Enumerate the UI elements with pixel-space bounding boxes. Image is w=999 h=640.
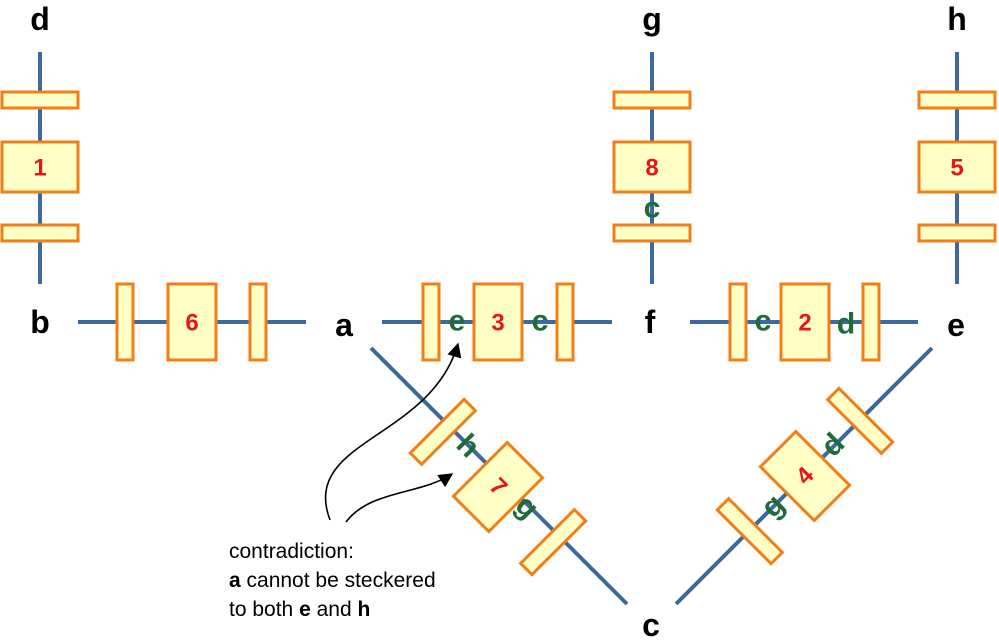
unit-2-number: 2 [798, 310, 811, 337]
node-b: b [30, 304, 50, 340]
unit-6: 6 [115, 282, 268, 362]
unit-8-plate-bottom [612, 223, 692, 243]
node-labels: d g h b a f e c [30, 1, 967, 640]
note-line-1: contradiction: [229, 540, 354, 563]
stecker-letter-u8-below: c [644, 192, 661, 225]
node-h: h [947, 1, 967, 37]
stecker-letter-u2-right: d [837, 308, 855, 341]
note-h-bold: h [357, 598, 370, 621]
annotation-arrows [324, 342, 462, 523]
note-line-3-start: to both [229, 598, 299, 621]
unit-5-box [917, 140, 997, 194]
unit-7 [408, 397, 588, 577]
unit-1-box [0, 140, 80, 194]
unit-3-number: 3 [491, 310, 504, 337]
note-line-3-mid: and [311, 598, 358, 621]
unit-4-box [758, 429, 852, 523]
unit-6-plate-left [115, 282, 135, 362]
unit-2: 2 [728, 282, 881, 362]
unit-2-plate-left [728, 282, 748, 362]
node-a: a [335, 307, 353, 343]
unit-4 [715, 386, 895, 566]
unit-4-plate-top [825, 386, 895, 456]
unit-8-plate-top [612, 90, 692, 110]
arrow-to-h [345, 473, 454, 523]
unit-5-number: 5 [950, 155, 963, 182]
unit-8: 8 [612, 90, 692, 243]
unit-5: 5 [917, 90, 997, 243]
note-line-3: to both e and h [229, 598, 370, 621]
note-line-2-rest: cannot be steckered [241, 569, 436, 592]
unit-6-number: 6 [185, 310, 198, 337]
unit-2-plate-right [861, 282, 881, 362]
unit-7-box [451, 440, 545, 534]
unit-5-plate-bottom [917, 223, 997, 243]
unit-3-plate-right [555, 282, 575, 362]
unit-4-plate-bottom [715, 496, 785, 566]
unit-1-number: 1 [33, 155, 46, 182]
node-g: g [642, 1, 662, 37]
unit-3-box [472, 282, 524, 362]
node-d: d [30, 1, 50, 37]
node-e: e [947, 307, 965, 343]
unit-3: 3 [421, 282, 575, 362]
unit-8-box [612, 140, 692, 194]
unit-1: 1 [0, 90, 80, 243]
unit-6-plate-right [248, 282, 268, 362]
unit-6-box [166, 282, 218, 362]
note-line-2: a cannot be steckered [229, 569, 436, 592]
unit-5-plate-top [917, 90, 997, 110]
unit-7-plate-top [408, 397, 478, 467]
unit-1-plate-top [0, 90, 80, 110]
note-a-bold: a [229, 569, 241, 592]
node-c: c [642, 607, 660, 640]
arrow-to-e [324, 342, 462, 521]
unit-7-plate-bottom [518, 507, 588, 577]
node-f: f [645, 304, 656, 340]
units: 1 8 5 6 3 [0, 90, 997, 577]
stecker-letter-u2-left: c [755, 305, 772, 338]
stecker-letter-u3-left: e [449, 305, 466, 338]
unit-8-number: 8 [645, 155, 658, 182]
unit-1-plate-bottom [0, 223, 80, 243]
unit-2-box [779, 282, 831, 362]
unit-3-plate-left [421, 282, 441, 362]
stecker-letter-u3-right: c [532, 305, 549, 338]
contradiction-note: contradiction: a cannot be steckered to … [229, 540, 436, 621]
note-e-bold: e [299, 598, 311, 621]
